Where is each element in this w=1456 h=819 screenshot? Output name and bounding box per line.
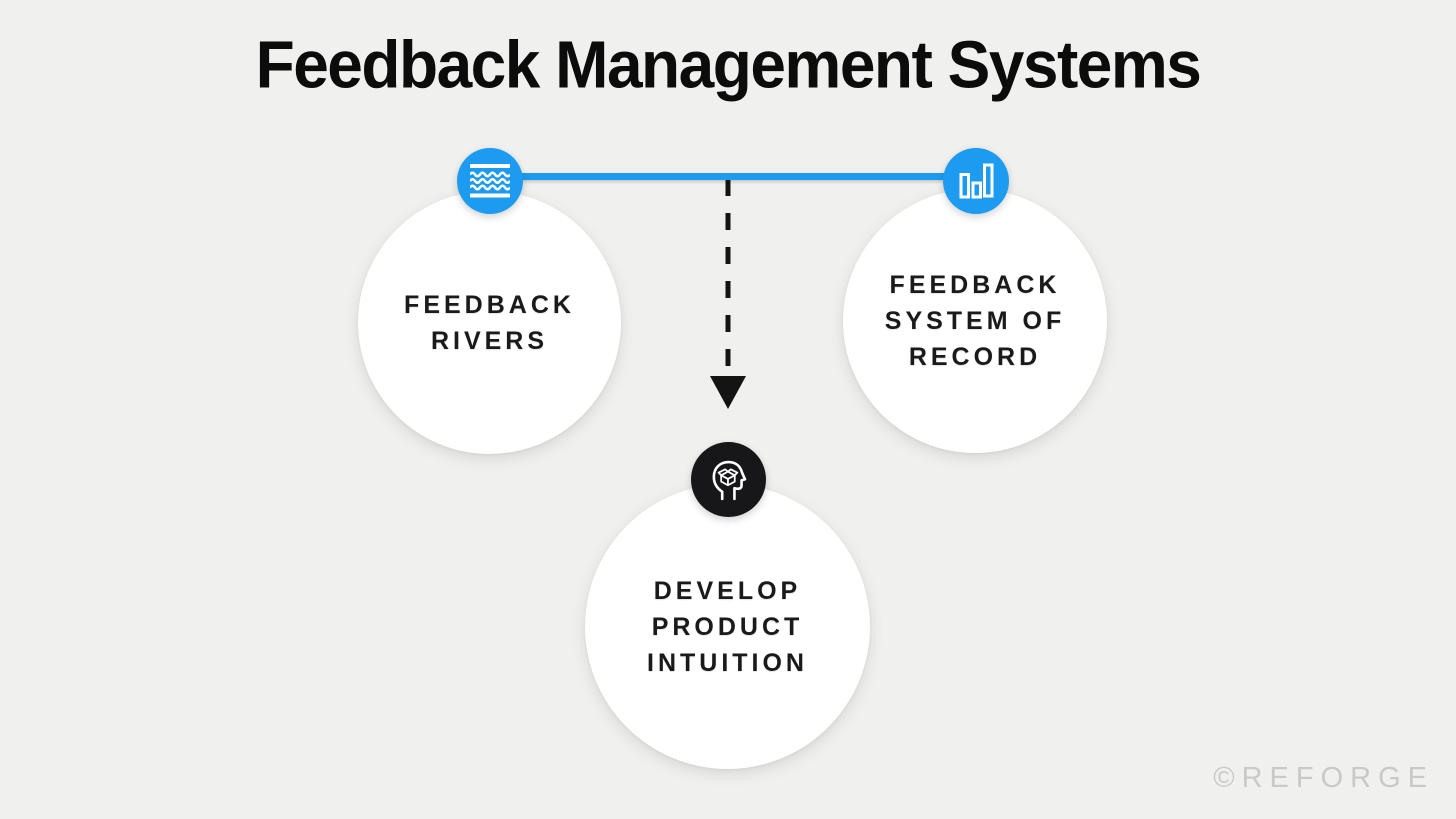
- node-label: DEVELOP PRODUCT INTUITION: [647, 576, 808, 677]
- bar-chart-icon: [943, 148, 1009, 214]
- node-feedback-system-of-record: FEEDBACK SYSTEM OF RECORD: [843, 189, 1107, 453]
- head-box-icon: [691, 442, 766, 517]
- waves-icon: [457, 148, 523, 214]
- dashed-arrow: [710, 179, 746, 409]
- node-develop-product-intuition: DEVELOP PRODUCT INTUITION: [585, 484, 870, 769]
- node-label: FEEDBACK SYSTEM OF RECORD: [884, 271, 1066, 371]
- page-title: Feedback Management Systems: [255, 27, 1202, 102]
- solid-connector-line: [490, 173, 977, 180]
- node-label: FEEDBACK RIVERS: [404, 290, 575, 355]
- reforge-watermark: ©REFORGE: [1213, 762, 1434, 794]
- node-feedback-rivers: FEEDBACK RIVERS: [358, 191, 621, 454]
